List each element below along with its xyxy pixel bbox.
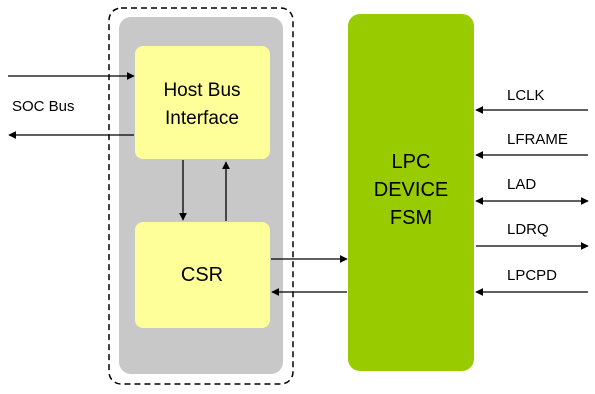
host-bus-interface-label-line1: Host Bus bbox=[163, 80, 240, 101]
ldrq-label: LDRQ bbox=[507, 221, 549, 238]
dashed-boundary bbox=[108, 7, 294, 385]
fsm-label-line1: LPC bbox=[392, 151, 431, 173]
host-bus-interface-label-line2: Interface bbox=[165, 108, 239, 129]
lclk-label: LCLK bbox=[507, 87, 545, 104]
csr-block: CSR bbox=[135, 222, 270, 328]
soc-bus-label: SOC Bus bbox=[12, 98, 75, 115]
csr-label: CSR bbox=[181, 264, 223, 286]
lpcpd-label: LPCPD bbox=[507, 267, 557, 284]
fsm-label-line2: DEVICE bbox=[374, 179, 448, 201]
host-bus-interface-block: Host Bus Interface bbox=[135, 46, 270, 159]
fsm-label-line3: FSM bbox=[390, 207, 432, 229]
lpc-device-fsm-block: LPC DEVICE FSM bbox=[348, 14, 474, 371]
lad-label: LAD bbox=[507, 176, 536, 193]
lframe-label: LFRAME bbox=[507, 131, 568, 148]
